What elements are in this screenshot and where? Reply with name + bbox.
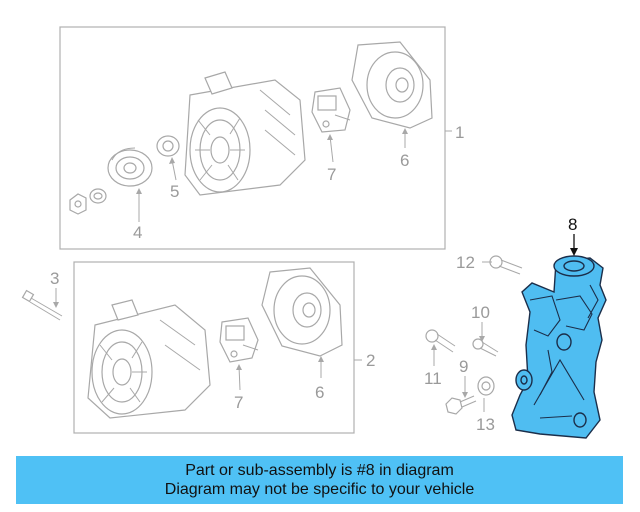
bolt-12: [489, 255, 523, 275]
bolt-10: [472, 338, 499, 357]
bracket-part-8-highlighted: [511, 255, 607, 439]
callout-12: 12: [456, 253, 475, 272]
banner-line-disclaimer: Diagram may not be specific to your vehi…: [164, 481, 475, 498]
leader-lines: [53, 128, 578, 412]
regulator-lower: [219, 317, 259, 363]
assembly-box-lower: [73, 261, 362, 434]
callout-3: 3: [50, 269, 59, 288]
callout-6-lower: 6: [315, 383, 324, 402]
alternator-upper: [184, 71, 306, 196]
rear-cover-upper: [351, 41, 433, 129]
callout-11: 11: [424, 369, 442, 388]
callout-2: 2: [366, 351, 375, 370]
callout-4: 4: [133, 223, 142, 242]
parts-diagram: 1 2 3 4 5 6 6 7 7 8 9 10 11 12 13: [21, 26, 607, 439]
bolt-11: [425, 329, 456, 353]
pulley: [107, 147, 153, 187]
callout-8-highlighted: 8: [568, 215, 577, 234]
bolt-3: [21, 289, 63, 321]
regulator-upper: [311, 87, 351, 133]
callout-7-upper: 7: [327, 165, 336, 184]
alternator-lower: [87, 299, 211, 419]
banner-line-part: Part or sub-assembly is #8 in diagram: [185, 462, 454, 479]
spacer-washer: [156, 135, 180, 157]
assembly-box-upper: [59, 26, 452, 250]
callout-5: 5: [170, 182, 179, 201]
rear-cover-lower: [261, 267, 343, 357]
bolt-9: [445, 395, 477, 415]
callout-13: 13: [476, 415, 495, 434]
callout-7-lower: 7: [234, 393, 243, 412]
info-banner: Part or sub-assembly is #8 in diagram Di…: [16, 456, 623, 504]
callout-10: 10: [471, 303, 490, 322]
callout-1: 1: [455, 123, 464, 142]
callout-6-upper: 6: [400, 151, 409, 170]
nut-and-washer: [69, 188, 107, 215]
washer-13: [477, 376, 495, 396]
callout-9: 9: [459, 357, 468, 376]
